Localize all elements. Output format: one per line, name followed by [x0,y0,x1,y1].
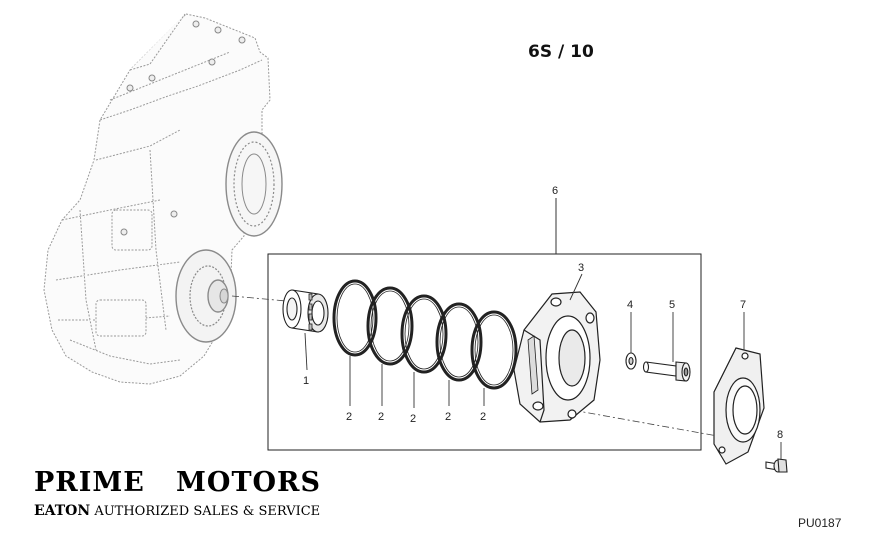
callout-2: 2 [410,413,416,425]
shim-rings [332,279,518,390]
brand-tagline: EATON AUTHORIZED SALES & SERVICE [34,503,320,519]
callout-2: 2 [346,411,352,423]
callout-7: 7 [740,299,746,311]
callout-2: 2 [480,411,486,423]
housing-pto-pad [175,249,237,343]
callout-1: 1 [303,375,309,387]
cap-screw [642,361,691,382]
callout-4: 4 [627,299,633,311]
tagline-text: AUTHORIZED SALES & SERVICE [90,504,321,519]
callout-8: 8 [777,429,783,441]
washer [625,352,637,370]
model-label: 6S / 10 [528,42,594,62]
drawing-code: PU0187 [798,516,842,530]
tagline-brand: EATON [34,503,91,519]
callout-3: 3 [578,262,584,274]
callout-numbers: 1 2 2 2 2 2 3 4 5 6 7 8 [303,185,783,441]
callout-2: 2 [445,411,451,423]
brand-name: PRIME MOTORS [34,467,321,498]
shim-3 [400,294,448,374]
leader-lines [304,273,782,460]
shim-1 [332,279,378,357]
callout-5: 5 [669,299,675,311]
callout-2: 2 [378,411,384,423]
callout-6: 6 [552,185,558,197]
kit-group-box [267,253,702,451]
flange-bolt [765,458,788,473]
shim-4 [435,302,483,382]
shim-5 [470,310,518,390]
bearing [282,289,329,333]
end-cover-plate [713,347,765,465]
bearing-cover [513,291,601,423]
shim-2 [366,286,414,366]
housing-bolts [120,20,246,236]
housing-upper-bore [225,131,283,237]
